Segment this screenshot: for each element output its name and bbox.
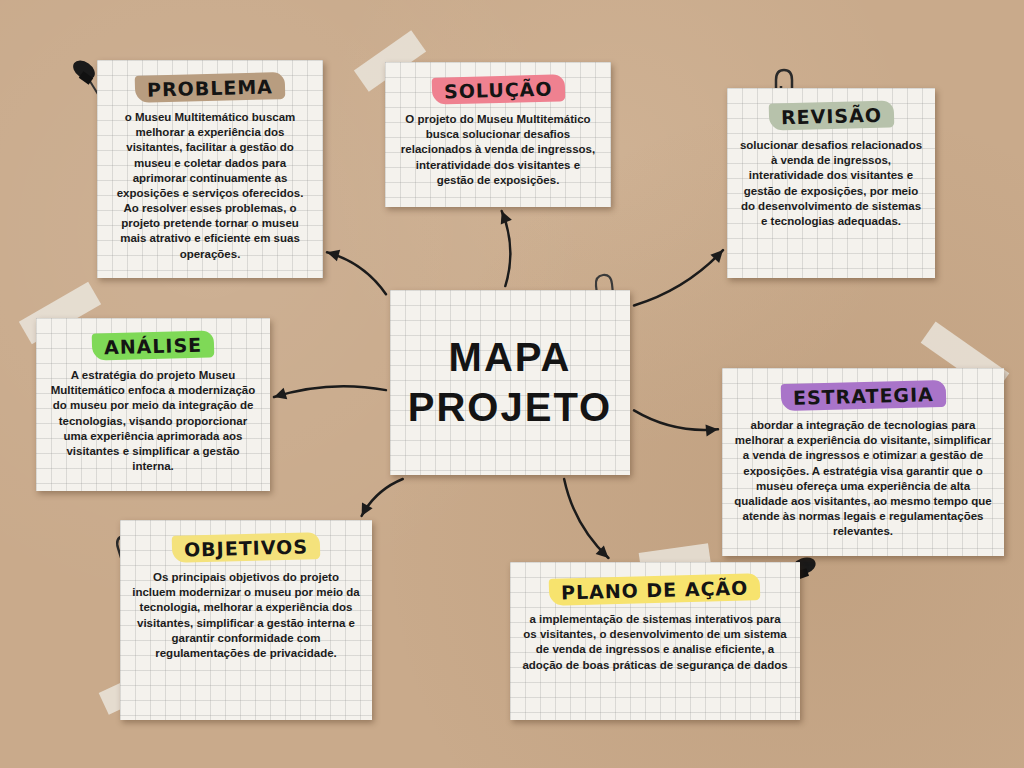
heading-row: OBJETIVOS: [132, 534, 360, 561]
arrow-line: [362, 479, 403, 516]
arrow-head: [274, 388, 287, 399]
heading-row: PROBLEMA: [109, 74, 311, 101]
note-card: SOLUÇÃO O projeto do Museu Multitemático …: [385, 62, 611, 207]
note-card: ANÁLISE A estratégia do projeto Museu Mul…: [36, 318, 270, 491]
note-card: OBJETIVOS Os principais objetivos do proj…: [120, 520, 372, 720]
curly-arrow: [634, 410, 718, 436]
card-heading: REVISÃO: [768, 100, 894, 130]
card-heading: SOLUÇÃO: [431, 74, 564, 104]
arrow-head: [710, 250, 723, 263]
curly-arrow: [501, 211, 512, 286]
heading-row: ANÁLISE: [48, 332, 258, 359]
note-card: REVISÃO solucionar desafios relacionados …: [727, 88, 935, 278]
card-body: o Museu Multitemático buscam melhorar a …: [109, 110, 311, 262]
card-body: A estratégia do projeto Museu Multitemát…: [48, 368, 258, 474]
arrow-line: [564, 479, 608, 558]
note-card: PROBLEMA o Museu Multitemático buscam mel…: [97, 60, 323, 278]
card-body: Os principais objetivos do projeto inclu…: [132, 570, 360, 661]
central-card: MAPA PROJETO: [390, 290, 630, 475]
arrow-head: [501, 211, 512, 224]
card-heading: ANÁLISE: [92, 330, 215, 360]
heading-row: PLANO DE AÇÃO: [522, 576, 788, 603]
arrow-line: [634, 410, 718, 430]
note-card: PLANO DE AÇÃO a implementação de sistemas…: [510, 562, 800, 720]
arrow-head: [596, 545, 609, 558]
arrow-head: [327, 250, 340, 262]
heading-row: ESTRATEGIA: [734, 382, 992, 409]
curly-arrow: [327, 250, 386, 295]
arrow-head: [362, 503, 373, 516]
card-body: a implementação de sistemas interativos …: [522, 612, 788, 673]
arrow-line: [274, 386, 386, 397]
arrow-line: [634, 250, 723, 305]
heading-row: REVISÃO: [739, 102, 923, 129]
curly-arrow: [362, 479, 403, 516]
map-title: MAPA PROJETO: [402, 332, 618, 432]
arrow-head: [705, 424, 718, 436]
card-body: solucionar desafios relacionados à venda…: [739, 138, 923, 229]
heading-row: SOLUÇÃO: [397, 76, 599, 103]
card-body: abordar a integração de tecnologias para…: [734, 418, 992, 539]
note-card: ESTRATEGIA abordar a integração de tecnol…: [722, 368, 1004, 556]
curly-arrow: [634, 250, 723, 305]
card-heading: PLANO DE AÇÃO: [549, 573, 761, 606]
curly-arrow: [274, 386, 386, 399]
card-heading: OBJETIVOS: [172, 532, 321, 563]
card-body: O projeto do Museu Multitemático busca s…: [397, 112, 599, 188]
card-heading: ESTRATEGIA: [780, 380, 945, 411]
card-heading: PROBLEMA: [135, 72, 286, 103]
curly-arrow: [564, 479, 608, 558]
